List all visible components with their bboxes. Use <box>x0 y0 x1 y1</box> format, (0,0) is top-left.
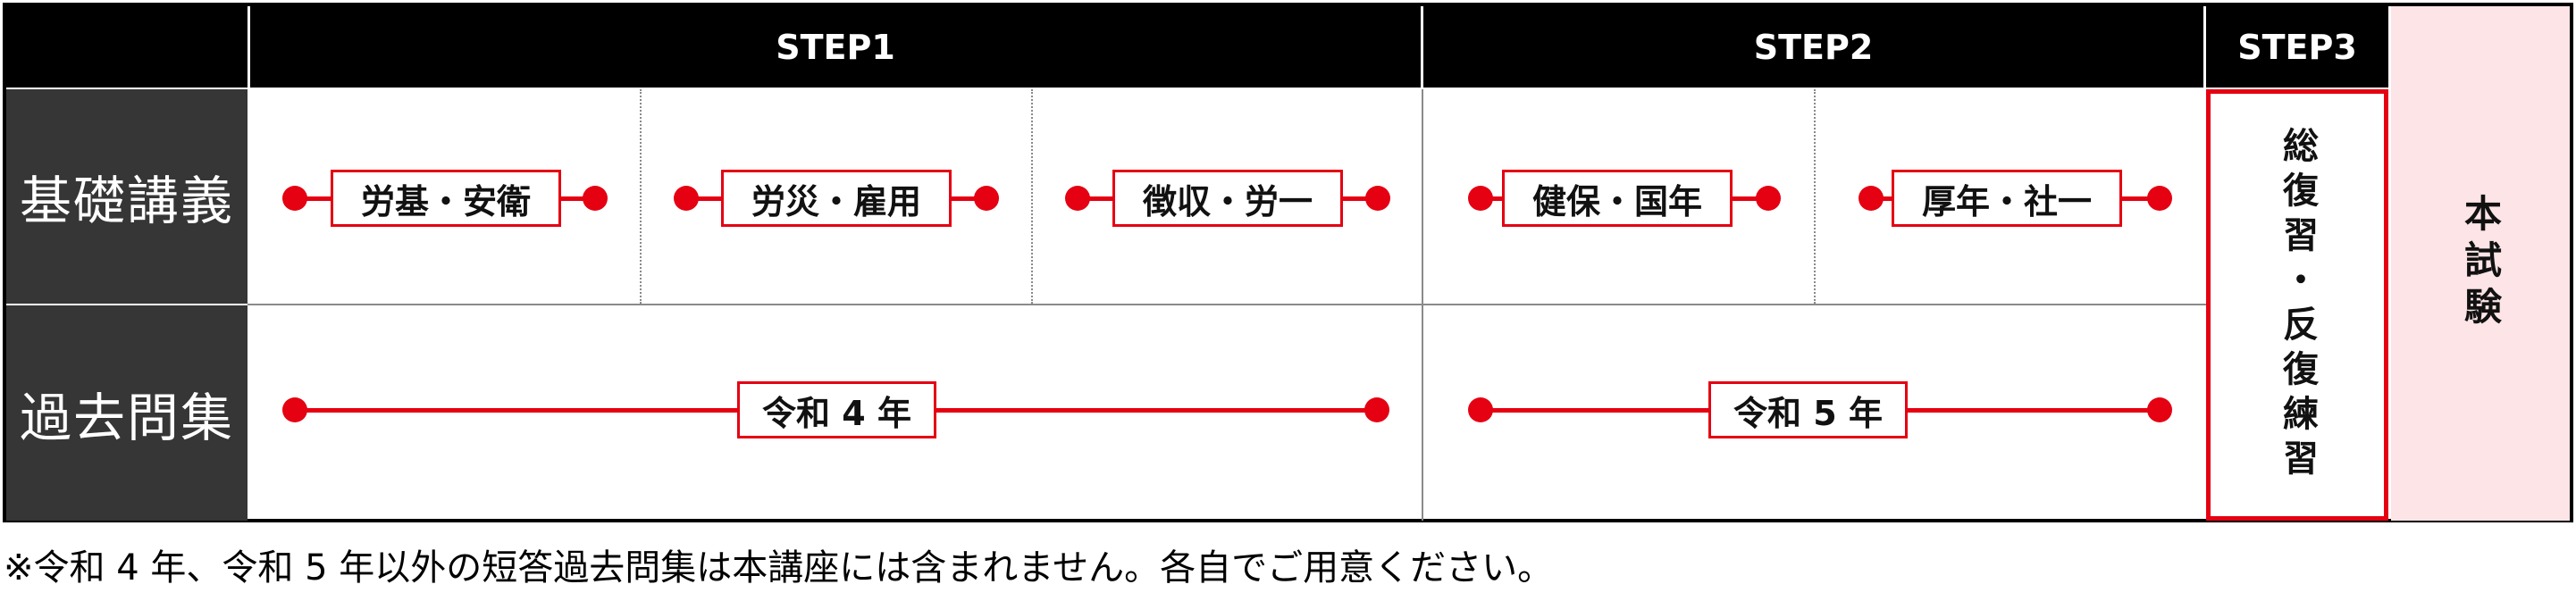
timeline-end-dot <box>2147 397 2172 422</box>
timeline-end-dot <box>2147 186 2172 211</box>
row-header-lecture: 基礎講義 <box>6 89 248 304</box>
exam-column: 本試験 <box>2391 6 2570 521</box>
schedule-table <box>3 3 2573 522</box>
dotted-divider <box>1031 89 1033 304</box>
timeline-end-dot <box>1756 186 1781 211</box>
timeline-start-dot <box>282 186 307 211</box>
past-questions-label: 令和 4 年 <box>737 381 936 438</box>
row-divider <box>248 304 2206 305</box>
step3-header: STEP3 <box>2206 6 2388 88</box>
past-questions-label: 令和 5 年 <box>1708 381 1908 438</box>
timeline-end-dot <box>583 186 608 211</box>
timeline-start-dot <box>1468 397 1493 422</box>
timeline-start-dot <box>1468 186 1493 211</box>
lecture-item-label: 健保・国年 <box>1502 170 1733 227</box>
lecture-item-label: 厚年・社一 <box>1892 170 2122 227</box>
timeline-start-dot <box>674 186 699 211</box>
dotted-divider <box>1814 89 1816 304</box>
dotted-divider <box>640 89 642 304</box>
step1-header: STEP1 <box>250 6 1421 88</box>
footnote: ※令和 4 年、令和 5 年以外の短答過去問集は本講座には含まれません。各自でご… <box>4 547 1554 588</box>
timeline-start-dot <box>1065 186 1090 211</box>
timeline-end-dot <box>974 186 999 211</box>
timeline-end-dot <box>1365 186 1390 211</box>
lecture-item-label: 徴収・労一 <box>1112 170 1343 227</box>
header-corner <box>6 6 248 88</box>
timeline-end-dot <box>1364 397 1389 422</box>
timeline-start-dot <box>1859 186 1884 211</box>
step2-header: STEP2 <box>1423 6 2203 88</box>
step3-review-box: 総復習・反復練習 <box>2206 89 2388 521</box>
timeline-start-dot <box>282 397 307 422</box>
row-header-past-questions: 過去問集 <box>6 305 248 521</box>
lecture-item-label: 労基・安衛 <box>331 170 561 227</box>
lecture-item-label: 労災・雇用 <box>721 170 952 227</box>
